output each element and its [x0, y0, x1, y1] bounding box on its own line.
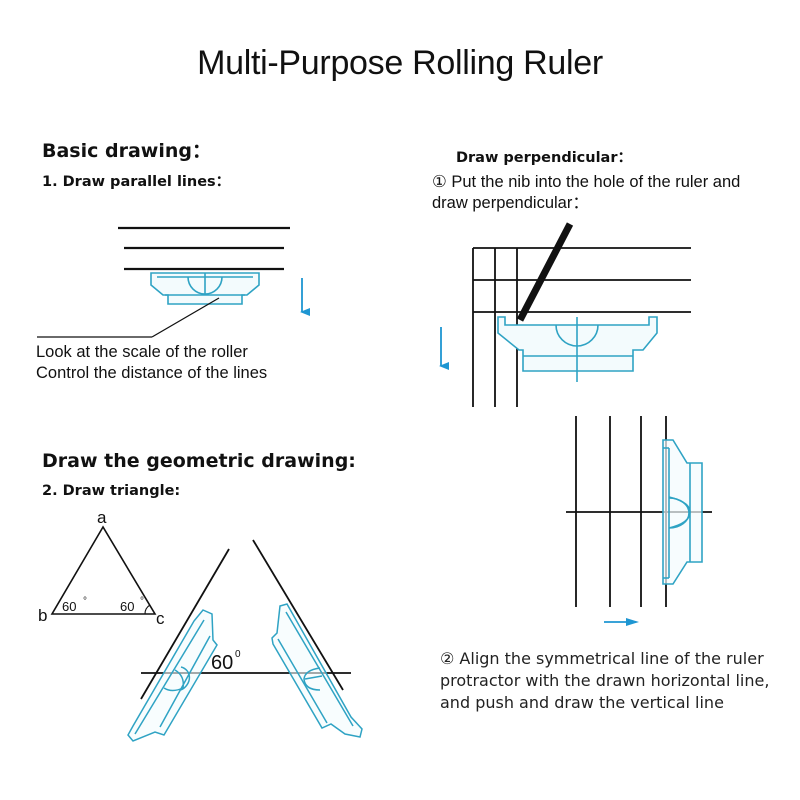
perpendicular-step2-line-1: ② Align the symmetrical line of the rule… — [440, 649, 764, 668]
perpendicular-step2-line-2: protractor with the drawn horizontal lin… — [440, 671, 770, 690]
page-title: Multi-Purpose Rolling Ruler — [197, 44, 603, 82]
rulers-angle-diagram: 60 0 — [127, 539, 363, 742]
rulers-angle-degree: 0 — [235, 649, 241, 660]
perpendicular-heading: Draw perpendicular： — [456, 150, 632, 166]
perpendicular-step1-text: ① Put the nib into the hole of the ruler… — [432, 172, 740, 214]
rolling-ruler — [497, 316, 658, 382]
triangle-shape — [50, 525, 157, 615]
angle-c-arc — [144, 604, 151, 615]
arrow-right-icon-head — [626, 618, 639, 626]
left-drawn-line — [140, 548, 230, 700]
vertex-c-label: c — [156, 609, 165, 628]
rolling-ruler — [662, 439, 703, 585]
parallel-lines-diagram — [37, 226, 310, 338]
perpendicular-step2-line-3: and push and draw the vertical line — [440, 693, 724, 712]
right-drawn-line — [252, 539, 344, 691]
rolling-ruler-right — [271, 603, 363, 738]
triangle-diagram: a b c 60 ° 60 ° — [38, 508, 165, 628]
rolling-ruler-left — [127, 609, 218, 742]
angle-b-degree: ° — [83, 596, 87, 607]
rulers-angle-label: 60 — [211, 652, 233, 674]
vertex-a-label: a — [97, 508, 107, 527]
rolling-ruler — [150, 272, 260, 305]
angle-b-label: 60 — [62, 599, 76, 614]
perpendicular-step2-text: ② Align the symmetrical line of the rule… — [440, 648, 769, 714]
vertex-b-label: b — [38, 606, 47, 625]
perpendicular-step1-line-1: ① Put the nib into the hole of the ruler… — [432, 173, 741, 191]
roller-pointer-line — [151, 297, 220, 338]
triangle-heading: 2. Draw triangle: — [42, 483, 181, 499]
parallel-lines-heading: 1. Draw parallel lines： — [42, 174, 231, 190]
angle-c-label: 60 — [120, 599, 134, 614]
roller-note-line-2: Control the distance of the lines — [36, 364, 268, 382]
roller-note-line-1: Look at the scale of the roller — [36, 343, 248, 361]
pen-icon — [516, 222, 574, 322]
perpendicular-step1-diagram — [439, 222, 691, 407]
perpendicular-step2-diagram — [566, 416, 712, 626]
angle-c-degree: ° — [140, 596, 144, 607]
basic-drawing-heading: Basic drawing： — [42, 140, 211, 162]
perpendicular-step1-line-2: draw perpendicular： — [432, 194, 589, 212]
roller-note: Look at the scale of the roller Control … — [36, 342, 267, 384]
geometric-drawing-heading: Draw the geometric drawing: — [42, 450, 356, 472]
